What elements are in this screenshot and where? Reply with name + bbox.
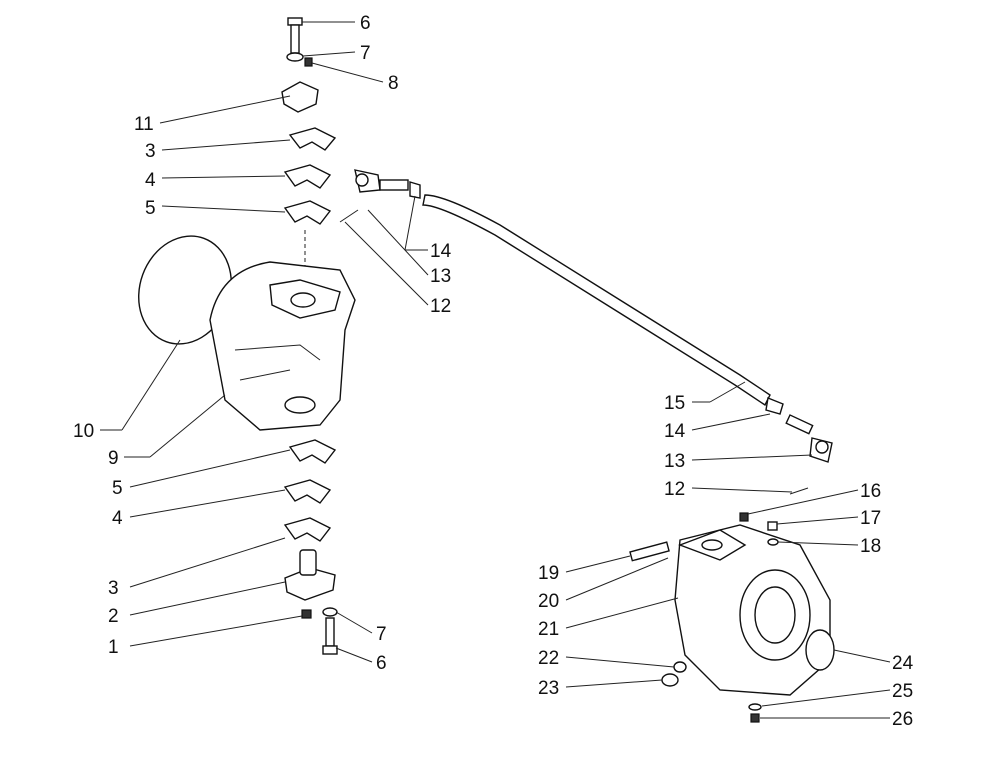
callout-label: 23: [538, 678, 559, 699]
callout-label: 7: [360, 43, 371, 64]
grease-nipple: [304, 57, 313, 67]
upper-bolt: [287, 17, 303, 54]
callout-label: 13: [430, 266, 451, 287]
callout-label: 13: [664, 451, 685, 472]
callout-label: 5: [112, 478, 123, 499]
callout-label: 11: [134, 114, 154, 135]
callout-label: 15: [664, 393, 685, 414]
callout-label: 25: [892, 681, 913, 702]
callout-label: 10: [73, 421, 94, 442]
callout-label: 24: [892, 653, 914, 674]
lower-nut: [301, 609, 312, 619]
callout-label: 16: [860, 481, 881, 502]
callout-label: 1: [108, 637, 119, 658]
plug-17: [767, 521, 778, 531]
callout-labels: 6 7 8 11 3 4 5 14 13 12 10 9 5 4 3 2 1 7…: [73, 13, 914, 730]
plug-16: [739, 512, 749, 522]
adjusting-bolt: [629, 541, 670, 562]
lower-shims: [283, 439, 337, 542]
callout-label: 22: [538, 648, 559, 669]
callout-label: 3: [145, 141, 156, 162]
o-ring-22: [673, 661, 687, 673]
plug-23: [661, 673, 679, 687]
callout-label: 9: [108, 448, 119, 469]
callout-label: 18: [860, 536, 881, 557]
callout-label: 5: [145, 198, 156, 219]
seal-ring-24: [805, 629, 835, 671]
callout-label: 6: [360, 13, 371, 34]
lower-washer: [322, 607, 338, 617]
tie-rod: [339, 169, 833, 495]
lower-bolt: [322, 617, 338, 655]
callout-label: 19: [538, 563, 559, 584]
callout-label: 2: [108, 606, 119, 627]
lower-pivot: [284, 549, 336, 601]
callout-label: 4: [112, 508, 123, 529]
callout-label: 17: [860, 508, 881, 529]
callout-label: 8: [388, 73, 399, 94]
callout-label: 12: [430, 296, 451, 317]
callout-label: 21: [538, 619, 559, 640]
leader-lines: [100, 21, 891, 719]
steering-knuckle: [209, 261, 356, 431]
callout-label: 14: [664, 421, 686, 442]
drain-plug-26: [750, 713, 760, 723]
callout-label: 3: [108, 578, 119, 599]
callout-label: 14: [430, 241, 452, 262]
upper-shims: [283, 127, 337, 225]
callout-label: 4: [145, 170, 156, 191]
callout-label: 12: [664, 479, 685, 500]
upper-cap: [281, 81, 319, 113]
callout-label: 20: [538, 591, 559, 612]
callout-label: 6: [376, 653, 387, 674]
seal-18: [767, 538, 779, 546]
upper-washer: [286, 52, 304, 62]
callout-label: 26: [892, 709, 913, 730]
callout-label: 7: [376, 624, 387, 645]
wheel-hub-housing: [674, 524, 831, 696]
washer-25: [748, 703, 762, 711]
